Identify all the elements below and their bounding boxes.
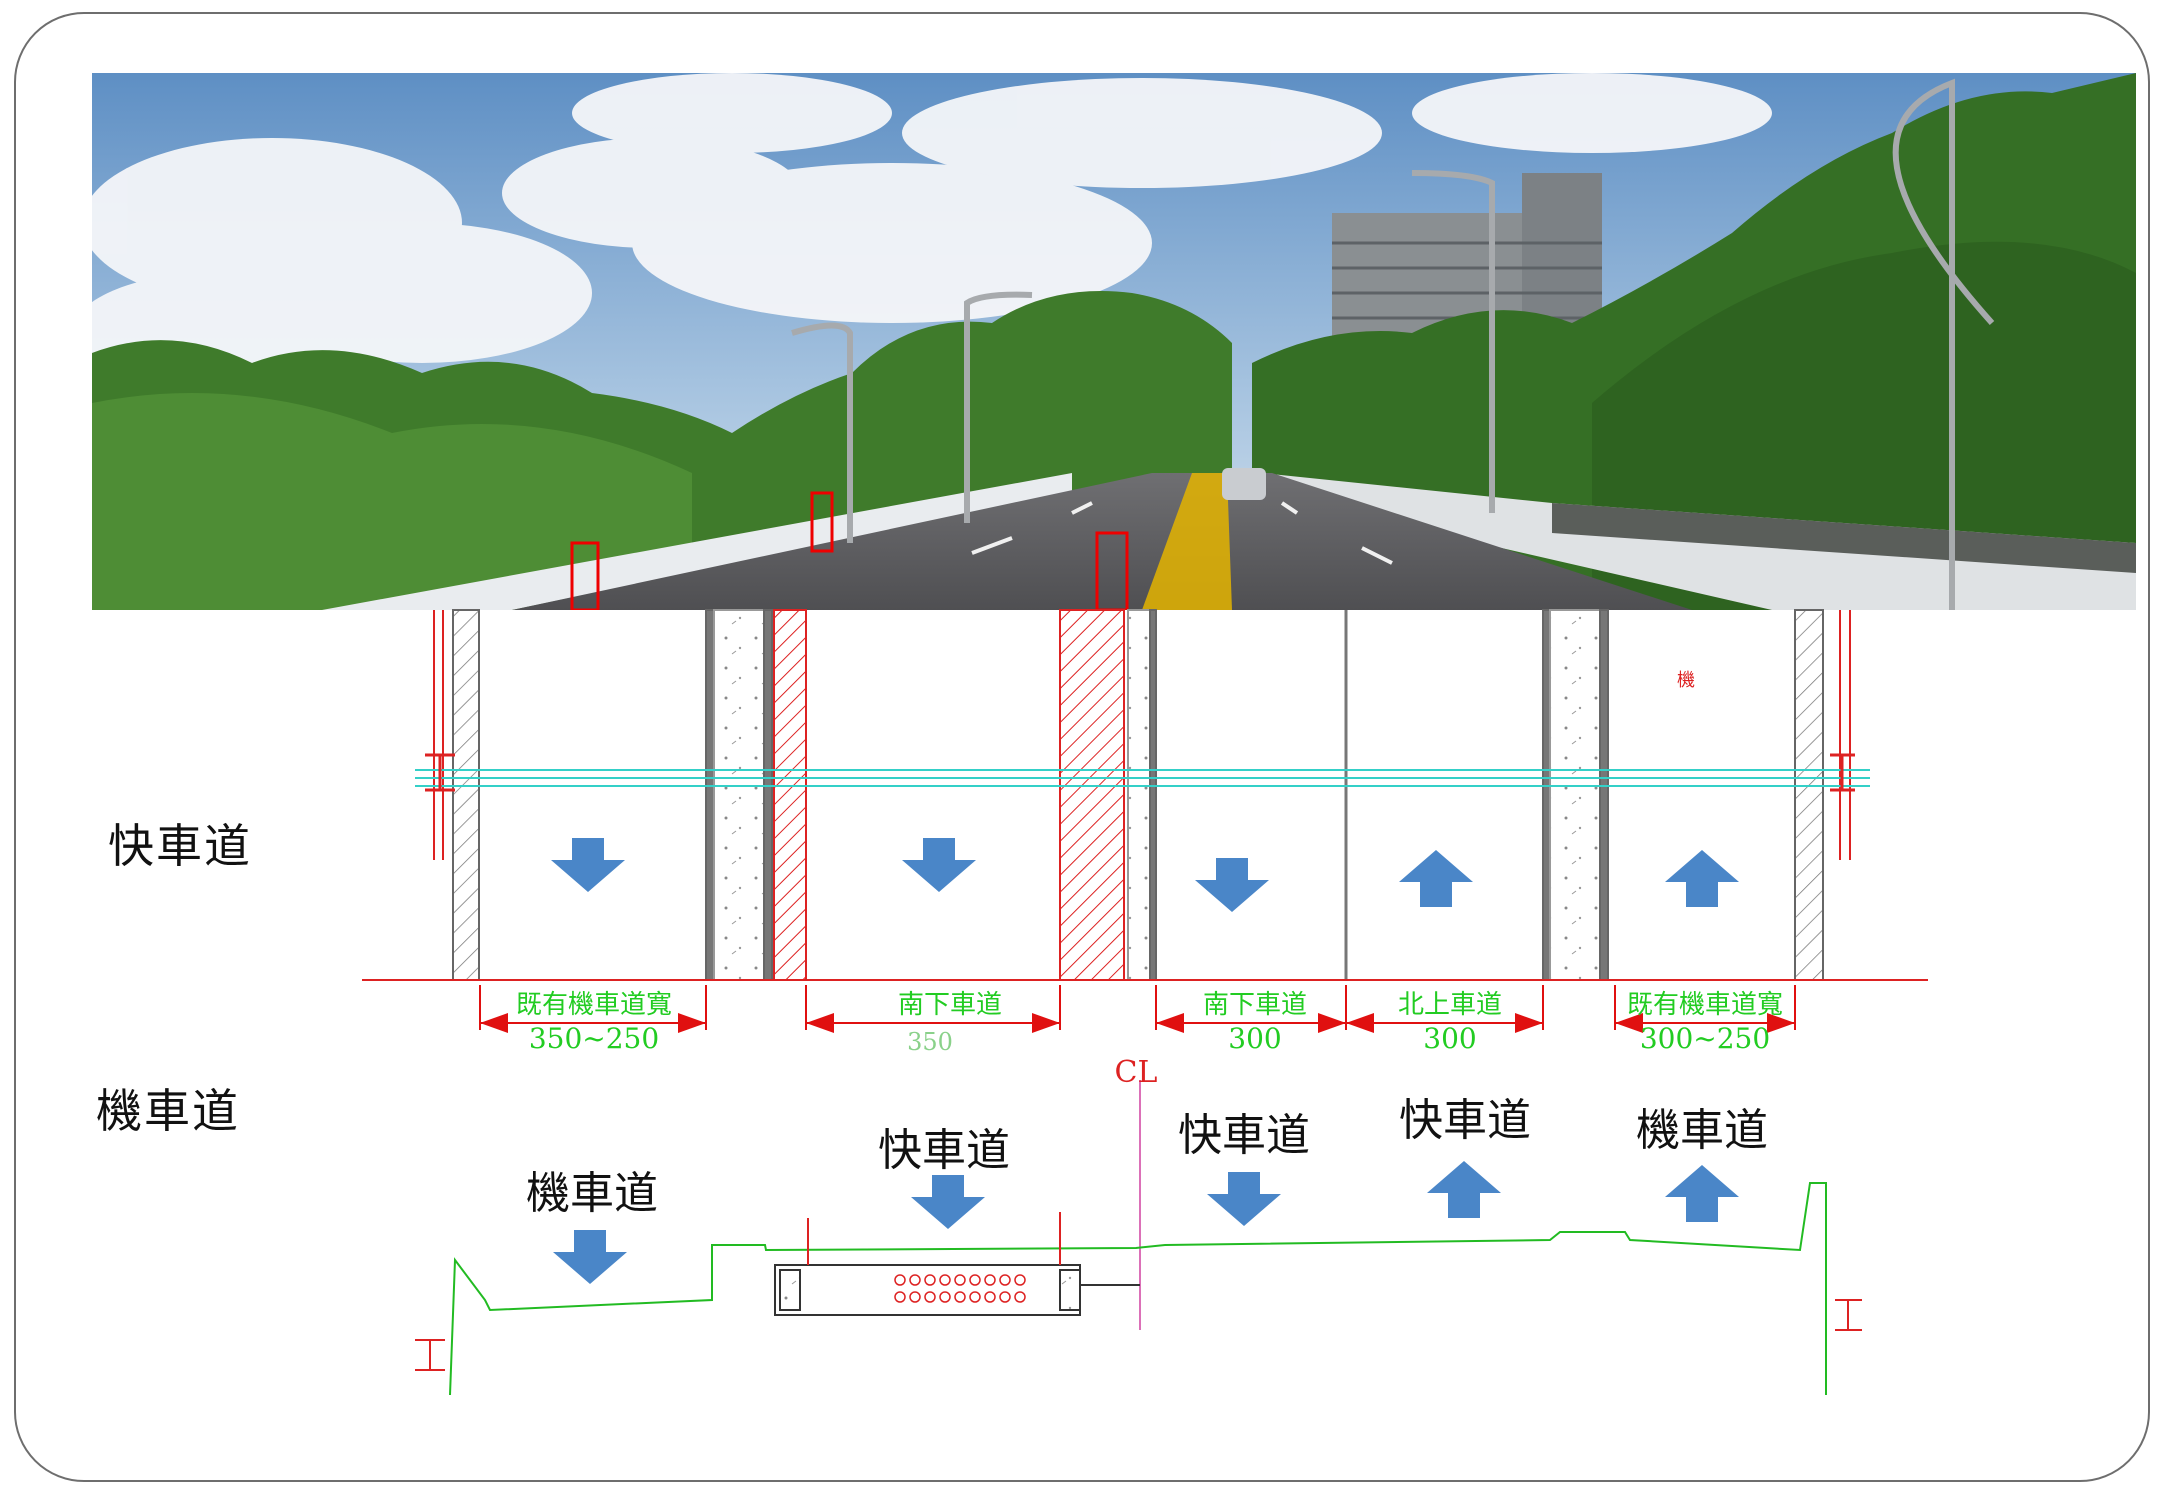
arrow-up-icon: [1399, 850, 1473, 907]
side-label-moto-lane: 機車道: [96, 1084, 240, 1138]
arrow-down-icon: [911, 1175, 985, 1229]
plan-view: [433, 609, 1851, 981]
dim-value-3: 300: [1228, 1022, 1281, 1055]
utility-lines: [415, 769, 1870, 787]
dim-label-2: 南下車道: [898, 990, 1002, 1020]
section-arrows: [553, 1161, 1739, 1284]
section-ground: [449, 1182, 1827, 1396]
arrow-down-icon: [902, 838, 976, 892]
arrow-down-icon: [1207, 1172, 1281, 1226]
section-label-4: 快車道: [1399, 1095, 1531, 1146]
dim-value-5: 300~250: [1640, 1022, 1770, 1055]
arrow-down-icon: [553, 1230, 627, 1284]
section-median: [774, 1212, 1140, 1316]
light-poles: [791, 78, 1995, 610]
plan-arrows: [551, 838, 1739, 912]
car: [1222, 468, 1266, 500]
road-photo: [92, 73, 2136, 610]
left-wall: [322, 473, 1072, 610]
arrow-up-icon: [1665, 850, 1739, 907]
plan-note: 機: [1677, 670, 1695, 691]
dim-value-2: 350: [907, 1028, 953, 1056]
dimension-lines: [479, 985, 1796, 1033]
road: [512, 473, 1692, 610]
side-label-fast-lane: 快車道: [108, 819, 252, 873]
dim-label-1: 既有機車道寬: [516, 990, 672, 1020]
section-label-5: 機車道: [1636, 1105, 1768, 1156]
dim-label-3: 南下車道: [1203, 990, 1307, 1020]
section-label-2: 快車道: [878, 1125, 1010, 1176]
dim-value-1: 350~250: [529, 1022, 659, 1055]
section-label-3: 快車道: [1178, 1110, 1310, 1161]
dim-value-4: 300: [1423, 1022, 1476, 1055]
median-utility-row: [894, 1274, 1026, 1303]
clouds: [92, 73, 1772, 393]
arrow-down-icon: [1195, 858, 1269, 912]
slide-frame: [14, 12, 2150, 1482]
red-markers: [570, 491, 1129, 610]
dim-label-4: 北上車道: [1398, 990, 1502, 1020]
dim-label-5: 既有機車道寬: [1627, 990, 1783, 1020]
section-label-1: 機車道: [526, 1168, 658, 1219]
centerline-label: CL: [1115, 1055, 1158, 1090]
arrow-up-icon: [1427, 1161, 1501, 1218]
arrow-down-icon: [551, 838, 625, 892]
arrow-up-icon: [1665, 1165, 1739, 1222]
